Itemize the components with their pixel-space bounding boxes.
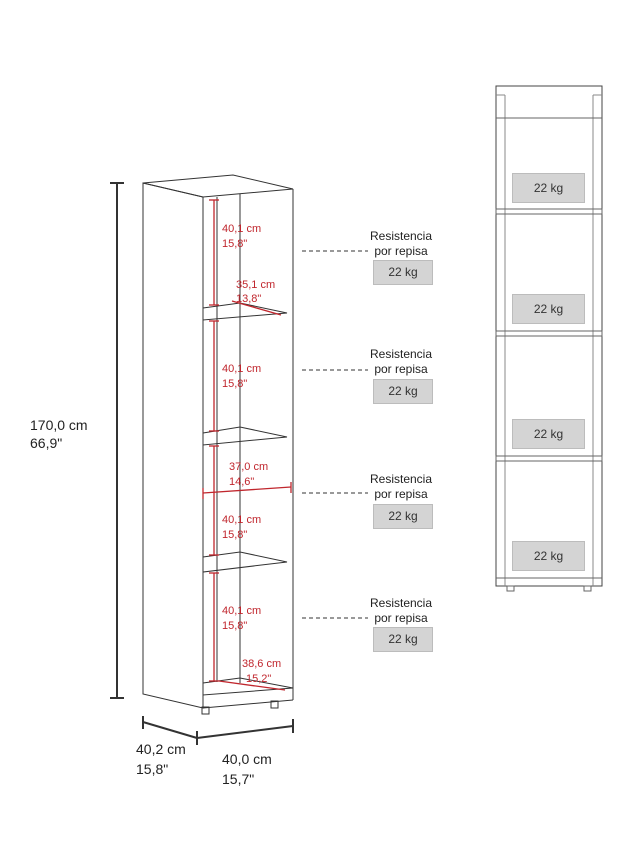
top-width-in: 13,8"	[236, 293, 262, 305]
mid-width-cm: 37,0 cm	[229, 461, 269, 473]
front-view-load-3: 22 kg	[512, 419, 585, 449]
top-panel	[142, 174, 294, 198]
width-in-label: 15,7"	[222, 771, 255, 787]
gap2-in: 15,8"	[222, 378, 248, 390]
front-view-foot-right	[583, 585, 592, 592]
measure-bottom-width	[218, 680, 286, 691]
measure-mid-width	[202, 486, 292, 494]
resistance-badge-4: 22 kg	[373, 627, 433, 652]
resistance-line1: Resistencia	[369, 472, 433, 486]
top-gap-in: 15,8"	[222, 238, 248, 250]
side-panel	[142, 182, 204, 709]
resistance-line2: por repisa	[374, 244, 428, 258]
front-view-foot-left	[506, 585, 515, 592]
shelf-2	[202, 426, 288, 446]
resistance-label-1: Resistencia por repisa	[361, 229, 441, 259]
gap3-in: 15,8"	[222, 529, 248, 541]
resistance-badge-2: 22 kg	[373, 379, 433, 404]
gap4-cm: 40,1 cm	[222, 605, 262, 617]
resistance-badge-3: 22 kg	[373, 504, 433, 529]
resistance-line2: por repisa	[374, 487, 428, 501]
shelf-1	[202, 302, 288, 321]
front-view-load-4: 22 kg	[512, 541, 585, 571]
resistance-line2: por repisa	[374, 362, 428, 376]
resistance-line2: por repisa	[374, 611, 428, 625]
bottom-front-edge	[202, 699, 294, 709]
height-cm-label: 170,0 cm	[30, 417, 88, 433]
gap3-cm: 40,1 cm	[222, 514, 262, 526]
front-view-load-1: 22 kg	[512, 173, 585, 203]
bottom-width-cm: 38,6 cm	[242, 658, 282, 670]
resistance-line1: Resistencia	[369, 596, 433, 610]
foot-front	[201, 706, 210, 715]
gap2-cm: 40,1 cm	[222, 363, 262, 375]
shelf-3	[202, 551, 288, 573]
bottom-width-in: 15,2"	[246, 673, 272, 685]
shelf-bottom	[202, 677, 294, 696]
depth-dimension-line	[142, 721, 198, 739]
width-cm-label: 40,0 cm	[222, 751, 272, 767]
foot-back	[270, 700, 279, 709]
depth-in-label: 15,8"	[136, 761, 169, 777]
front-view-load-2: 22 kg	[512, 294, 585, 324]
resistance-line1: Resistencia	[369, 347, 433, 361]
front-view-shelf-3	[495, 455, 603, 462]
depth-cm-label: 40,2 cm	[136, 741, 186, 757]
width-dimension-line	[196, 725, 294, 739]
front-view-shelf-2	[495, 330, 603, 337]
top-width-cm: 35,1 cm	[236, 279, 276, 291]
resistance-label-4: Resistencia por repisa	[361, 596, 441, 626]
mid-width-in: 14,6"	[229, 476, 255, 488]
measure-top-width	[231, 300, 282, 316]
gap4-in: 15,8"	[222, 620, 248, 632]
resistance-label-3: Resistencia por repisa	[361, 472, 441, 502]
resistance-line1: Resistencia	[369, 229, 433, 243]
front-view-shelf-1	[495, 208, 603, 215]
resistance-badge-1: 22 kg	[373, 260, 433, 285]
resistance-label-2: Resistencia por repisa	[361, 347, 441, 377]
top-gap-cm: 40,1 cm	[222, 223, 262, 235]
height-in-label: 66,9"	[30, 435, 63, 451]
